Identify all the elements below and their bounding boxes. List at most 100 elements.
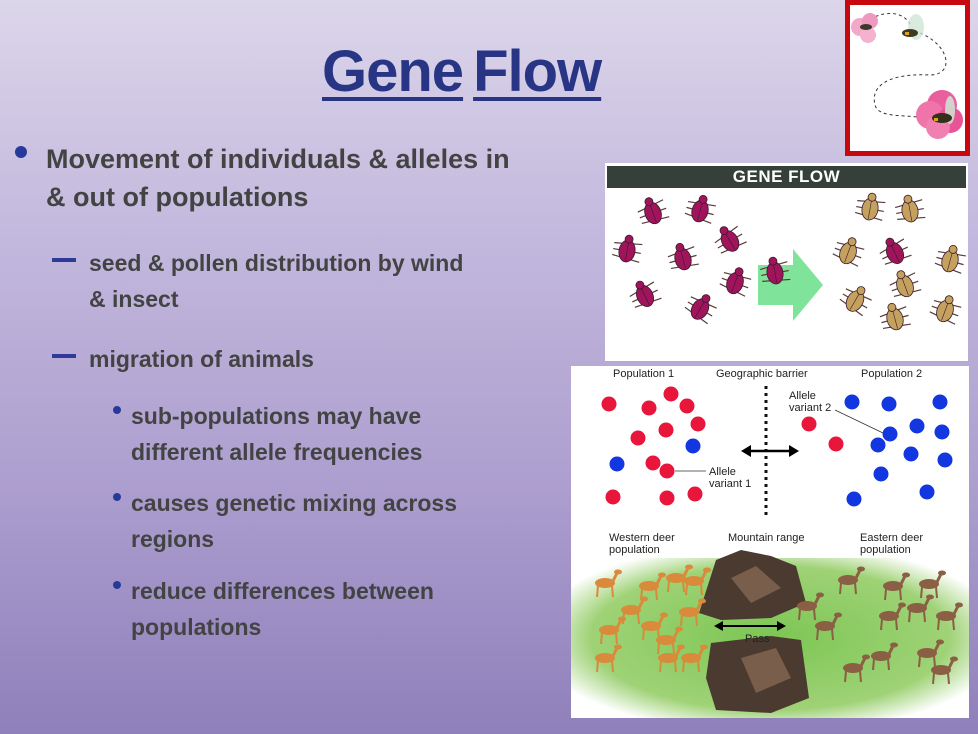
tan-beetle-icon — [839, 286, 872, 317]
allele-variant-2-dot — [937, 452, 953, 468]
bullet-sub-text: migration of animals — [89, 346, 314, 372]
west-line-2: population — [609, 544, 660, 556]
bullet-dot-icon — [113, 581, 121, 589]
bullet-subsub-1: sub-populations may have different allel… — [110, 398, 490, 470]
allele-variant-1-dot — [801, 416, 817, 432]
variant-1-line-2: variant 1 — [709, 478, 752, 490]
western-deer-icon — [666, 564, 693, 593]
allele-variant-2-dot — [685, 438, 701, 454]
allele-variant-2-dot — [909, 418, 925, 434]
bullet-dash-icon — [52, 354, 76, 358]
allele-variant-1-dot — [645, 455, 661, 471]
bullet-subsub-text: sub-populations may have different allel… — [131, 403, 423, 465]
allele-variant-1-dot — [630, 430, 646, 446]
tan-beetle-icon — [855, 192, 886, 221]
allele-variant-2-dot — [844, 394, 860, 410]
pass-arrow-icon — [714, 621, 786, 631]
eastern-deer-icon — [843, 654, 870, 683]
migration-arrow-icon — [758, 249, 823, 321]
allele-variant-1-dot — [605, 489, 621, 505]
migrating-beetle-icon — [760, 256, 791, 285]
eastern-deer-icon — [919, 570, 946, 599]
bullet-dot-icon — [113, 406, 121, 414]
bullet-sub-1: seed & pollen distribution by wind & ins… — [50, 245, 470, 317]
tan-beetle-icon — [929, 295, 962, 325]
double-arrow-icon — [741, 445, 799, 457]
pass-label: Pass — [745, 633, 770, 645]
allele-variant-2-dot — [932, 394, 948, 410]
variant-1-line-1: Allele — [709, 466, 736, 478]
allele-variant-1-dot — [679, 398, 695, 414]
bullet-dot-icon — [15, 146, 27, 158]
magenta-beetle-icon — [719, 267, 752, 297]
allele-variant-1-dot — [687, 486, 703, 502]
tan-beetle-icon — [895, 194, 926, 223]
title-word-flow: Flow — [473, 39, 602, 104]
west-line-1: Western deer — [609, 532, 675, 544]
eastern-deer-icon — [931, 656, 958, 685]
eastern-deer-icon — [883, 572, 910, 601]
western-deer-icon — [599, 616, 626, 645]
population-1-label: Population 1 — [613, 368, 675, 380]
allele-variant-1-dot — [828, 436, 844, 452]
western-deer-icon — [684, 567, 711, 596]
bullet-sub-2: migration of animals — [50, 341, 470, 377]
deer-landscape-illustration: Pass — [571, 550, 969, 718]
allele-variant-2-dot — [846, 491, 862, 507]
western-deer-icon — [595, 569, 622, 598]
magenta-beetle-icon — [667, 243, 699, 271]
pollination-figure — [845, 0, 970, 156]
allele-variant-2-dot — [881, 396, 897, 412]
variant-2-line-1: Allele — [789, 390, 816, 402]
western-deer-icon — [621, 596, 648, 625]
bullet-sub-text: seed & pollen distribution by wind & ins… — [89, 250, 464, 312]
allele-diagram — [601, 386, 953, 516]
bullet-subsub-text: reduce differences between populations — [131, 578, 434, 640]
eastern-deer-icon — [936, 602, 963, 631]
tan-beetle-icon — [879, 303, 911, 331]
allele-variant-2-dot — [919, 484, 935, 500]
variant-2-line-2: variant 2 — [789, 402, 832, 414]
allele-variant-1-dot — [601, 396, 617, 412]
western-deer-icon — [681, 644, 708, 673]
eastern-deer-icon — [879, 602, 906, 631]
bullet-main-text: Movement of individuals & alleles in & o… — [46, 144, 510, 212]
eastern-deer-icon — [907, 594, 934, 623]
title-word-gene: Gene — [322, 39, 464, 104]
east-line-1: Eastern deer — [860, 532, 923, 544]
allele-variant-2-dot — [609, 456, 625, 472]
allele-variant-2-dot — [934, 424, 950, 440]
bullet-subsub-2: causes genetic mixing across regions — [110, 485, 490, 557]
flower-small — [851, 13, 878, 43]
beetle-illustration — [612, 192, 966, 331]
bullet-subsub-3: reduce differences between populations — [110, 573, 490, 645]
eastern-deer-icon — [797, 592, 824, 621]
magenta-beetle-icon — [637, 197, 670, 225]
eastern-deer-icon — [838, 566, 865, 595]
allele-variant-2-dot — [870, 437, 886, 453]
allele-variant-1-dot — [659, 490, 675, 506]
eastern-deer-icon — [815, 612, 842, 641]
bullet-dash-icon — [52, 258, 76, 262]
mountain-range-label: Mountain range — [728, 532, 805, 544]
allele-variant-2-dot — [903, 446, 919, 462]
allele-variant-2-dot — [873, 466, 889, 482]
allele-variant-1-dot — [641, 400, 657, 416]
eastern-deer-icon — [917, 639, 944, 668]
tan-beetle-icon — [832, 237, 865, 267]
allele-deer-figure: Population 1 Geographic barrier Populati… — [571, 366, 969, 718]
magenta-beetle-icon — [684, 195, 716, 224]
bullet-subsub-text: causes genetic mixing across regions — [131, 490, 457, 552]
bullet-dot-icon — [113, 493, 121, 501]
beetle-gene-flow-figure: GENE FLOW — [605, 163, 968, 361]
flower-large — [916, 90, 963, 139]
allele-variant-1-dot — [663, 386, 679, 402]
geographic-barrier-label: Geographic barrier — [716, 368, 808, 380]
eastern-deer-icon — [871, 642, 898, 671]
tan-beetle-icon — [889, 270, 922, 298]
magenta-beetle-icon — [714, 225, 747, 254]
